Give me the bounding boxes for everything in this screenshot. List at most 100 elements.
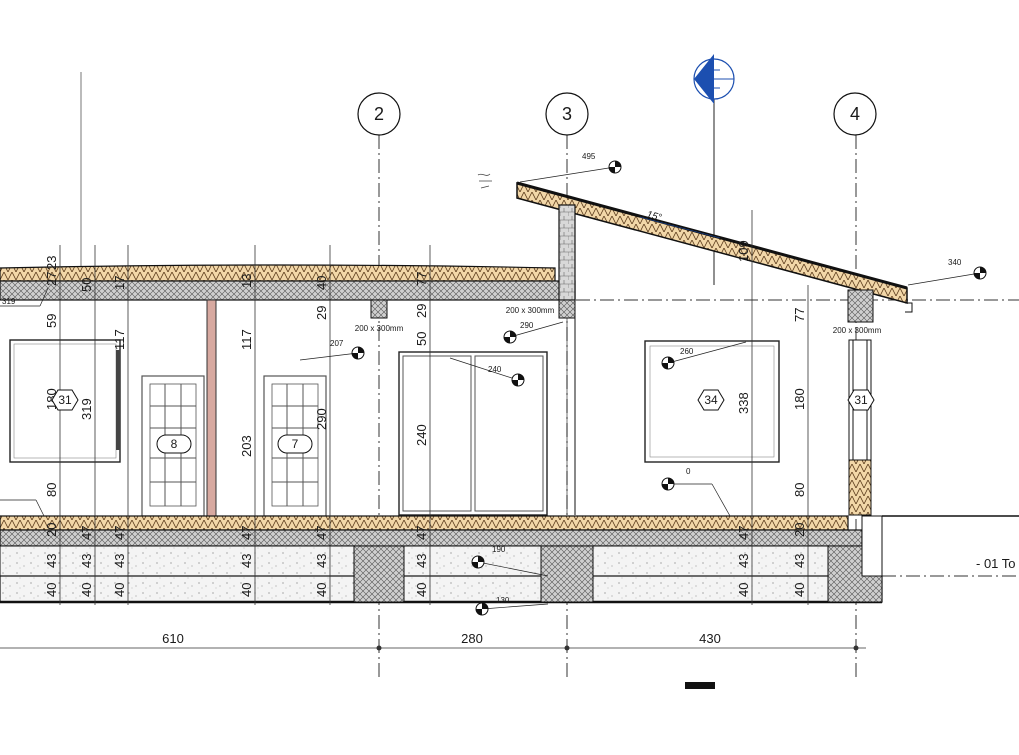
dim-c5-5: 47 [314, 526, 329, 540]
window-tag-label: 34 [704, 393, 718, 407]
grid-label-3: 3 [562, 104, 572, 124]
dim-c7-0: 109 [736, 240, 751, 262]
dim-c4-0: 13 [239, 274, 254, 288]
dim-l-9: 40 [44, 583, 59, 597]
dim-c3-0: 17 [112, 276, 127, 290]
door-tag-label: 7 [292, 437, 299, 451]
spot-elevation-label: 0 [686, 467, 691, 476]
dim-m-6: 43 [79, 554, 94, 568]
dim-c7-3: 43 [736, 554, 751, 568]
spot-elevation-260[interactable]: 260 [661, 341, 747, 370]
spot-elevation-340[interactable]: 340 [907, 258, 987, 286]
window-tag-31-right[interactable]: 31 [847, 389, 875, 411]
door-tag-8[interactable]: 8 [156, 434, 192, 454]
hdim-2: 430 [699, 631, 721, 646]
dim-m-7: 40 [79, 583, 94, 597]
dim-c5-7: 40 [314, 583, 329, 597]
hdim-1: 280 [461, 631, 483, 646]
spot-elevation-190[interactable]: 190 [471, 545, 549, 577]
dim-c5-0: 40 [314, 276, 329, 290]
vertical-dimensions [59, 210, 809, 605]
dim-c6-1: 29 [414, 304, 429, 318]
sloped-roof [516, 181, 913, 313]
beams: 200 x 300mm 200 x 300mm 200 x 300mm [355, 289, 882, 335]
spot-elevation-label: 290 [520, 321, 534, 330]
spot-elevation-label: 319 [2, 297, 16, 306]
grid-head-4[interactable]: 4 [833, 92, 877, 136]
hdim-0: 610 [162, 631, 184, 646]
dim-c5-3: 29 [314, 306, 329, 320]
spot-elevation-290[interactable]: 290 [503, 321, 564, 344]
grid-label-4: 4 [850, 104, 860, 124]
section-marker-icon[interactable] [685, 54, 735, 689]
spot-elevation-240[interactable]: 240 [449, 357, 525, 387]
spot-elevation-label: 130 [496, 596, 510, 605]
spot-elevation-label: 240 [488, 365, 502, 374]
dim-c3-6: 40 [112, 583, 127, 597]
dim-c7-2: 47 [736, 526, 751, 540]
dim-l-6: 20 [44, 523, 59, 537]
horizontal-dimension-line: 610 280 430 [0, 631, 866, 651]
dim-c5-6: 43 [314, 554, 329, 568]
dim-m-3: 319 [79, 398, 94, 420]
dim-c4-5: 47 [239, 526, 254, 540]
spot-elevation-130[interactable]: 130 [475, 596, 549, 616]
dim-c4-3: 117 [239, 329, 254, 350]
high-wall [558, 204, 576, 301]
interior-column [206, 299, 217, 517]
dim-l-5: 80 [44, 483, 59, 497]
dim-c8-3: 20 [792, 523, 807, 537]
dim-l-0: 27 [44, 272, 59, 286]
dim-c8-0: 77 [792, 308, 807, 322]
dim-c7-4: 40 [736, 583, 751, 597]
beam-label-3: 200 x 300mm [833, 326, 882, 335]
dim-c7-1: 338 [736, 392, 751, 414]
window-tag-34[interactable]: 34 [697, 389, 725, 411]
dim-c4-7: 40 [239, 583, 254, 597]
dim-m-0: 50 [79, 278, 94, 292]
dim-m-5: 47 [79, 526, 94, 540]
dim-c3-3: 117 [112, 329, 127, 350]
right-wall [848, 339, 872, 516]
dim-c6-3: 240 [414, 424, 429, 446]
spot-elevation-207[interactable]: 207 [299, 339, 365, 361]
dim-c4-4: 203 [239, 435, 254, 457]
dim-l-1: 23 [44, 256, 59, 270]
dim-l-3: 59 [44, 314, 59, 328]
dim-c6-5: 43 [414, 554, 429, 568]
dim-c6-0: 77 [414, 272, 429, 286]
grid-head-2[interactable]: 2 [357, 92, 401, 136]
slope-label: 15° [645, 209, 662, 224]
door-tag-label: 8 [171, 437, 178, 451]
dim-l-8: 43 [44, 554, 59, 568]
spot-elevation-319[interactable]: 319 [0, 287, 49, 307]
beam-label-2: 200 x 300mm [506, 306, 555, 315]
spot-elevation-label: 207 [330, 339, 344, 348]
dim-c3-5: 43 [112, 554, 127, 568]
floor-slab [0, 515, 1019, 604]
level-label: - 01 To [976, 556, 1016, 571]
dim-c6-4: 47 [414, 526, 429, 540]
dim-c5-4: 290 [314, 408, 329, 430]
dim-c6-6: 40 [414, 583, 429, 597]
window-tag-31-left[interactable]: 31 [51, 389, 79, 411]
dim-c4-6: 43 [239, 554, 254, 568]
spot-elevation-label: 190 [492, 545, 506, 554]
window-tag-label: 31 [854, 393, 868, 407]
dim-c6-2: 50 [414, 332, 429, 346]
spot-elevation-label: 495 [582, 152, 596, 161]
spot-elevation-0[interactable]: 0 [661, 467, 731, 517]
dim-c8-6: 40 [792, 583, 807, 597]
spot-elevation-label: 260 [680, 347, 694, 356]
dim-c8-5: 43 [792, 554, 807, 568]
spot-elevation-label: 340 [948, 258, 962, 267]
roof-note-glyph [477, 173, 492, 189]
grid-head-3[interactable]: 3 [545, 92, 589, 136]
dim-c8-1: 180 [792, 388, 807, 410]
dim-c8-2: 80 [792, 483, 807, 497]
spot-elevation-495[interactable]: 495 [519, 152, 622, 183]
door-tag-7[interactable]: 7 [277, 434, 313, 454]
window-tag-label: 31 [58, 393, 72, 407]
grid-label-2: 2 [374, 104, 384, 124]
